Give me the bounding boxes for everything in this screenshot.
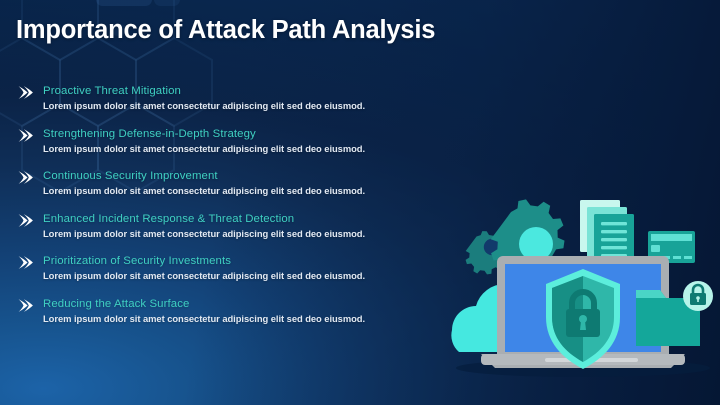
list-item[interactable]: Continuous Security Improvement Lorem ip… [14, 169, 444, 197]
list-item-title: Prioritization of Security Investments [43, 255, 232, 267]
list-item-description: Lorem ipsum dolor sit amet consectetur a… [43, 270, 366, 281]
list-item-description: Lorem ipsum dolor sit amet consectetur a… [43, 100, 366, 111]
cyber-security-illustration [451, 199, 713, 377]
folder-padlock-icon [690, 283, 706, 305]
list-item-title: Continuous Security Improvement [43, 170, 218, 182]
padlock-icon [566, 289, 600, 337]
list-item[interactable]: Enhanced Incident Response & Threat Dete… [14, 212, 444, 240]
chevron-right-icon [18, 298, 33, 312]
benefits-list: Proactive Threat Mitigation Lorem ipsum … [14, 84, 444, 325]
chevron-right-icon [18, 128, 33, 142]
list-item-title: Proactive Threat Mitigation [43, 85, 181, 97]
chevron-right-icon [18, 86, 33, 99]
chevron-right-icon [18, 171, 33, 184]
list-item-description: Lorem ipsum dolor sit amet consectetur a… [43, 312, 366, 324]
list-item-title: Enhanced Incident Response & Threat Dete… [43, 212, 295, 225]
page-title: Importance of Attack Path Analysis [16, 16, 436, 44]
documents-stack-icon [580, 200, 634, 266]
list-item-title: Strengthening Defense-in-Depth Strategy [43, 127, 256, 140]
list-item-description: Lorem ipsum dolor sit amet consectetur a… [43, 142, 366, 154]
list-item-description: Lorem ipsum dolor sit amet consectetur a… [43, 227, 366, 239]
locked-folder-icon [636, 281, 713, 346]
chevron-right-icon [18, 256, 33, 269]
list-item[interactable]: Proactive Threat Mitigation Lorem ipsum … [14, 84, 444, 112]
chevron-right-icon [18, 213, 33, 227]
list-item[interactable]: Reducing the Attack Surface Lorem ipsum … [14, 297, 444, 325]
shield-lock-icon [546, 269, 620, 369]
list-item-description: Lorem ipsum dolor sit amet consectetur a… [43, 185, 366, 196]
list-item-title: Reducing the Attack Surface [43, 297, 190, 310]
list-item[interactable]: Prioritization of Security Investments L… [14, 254, 444, 282]
list-item[interactable]: Strengthening Defense-in-Depth Strategy … [14, 127, 444, 155]
